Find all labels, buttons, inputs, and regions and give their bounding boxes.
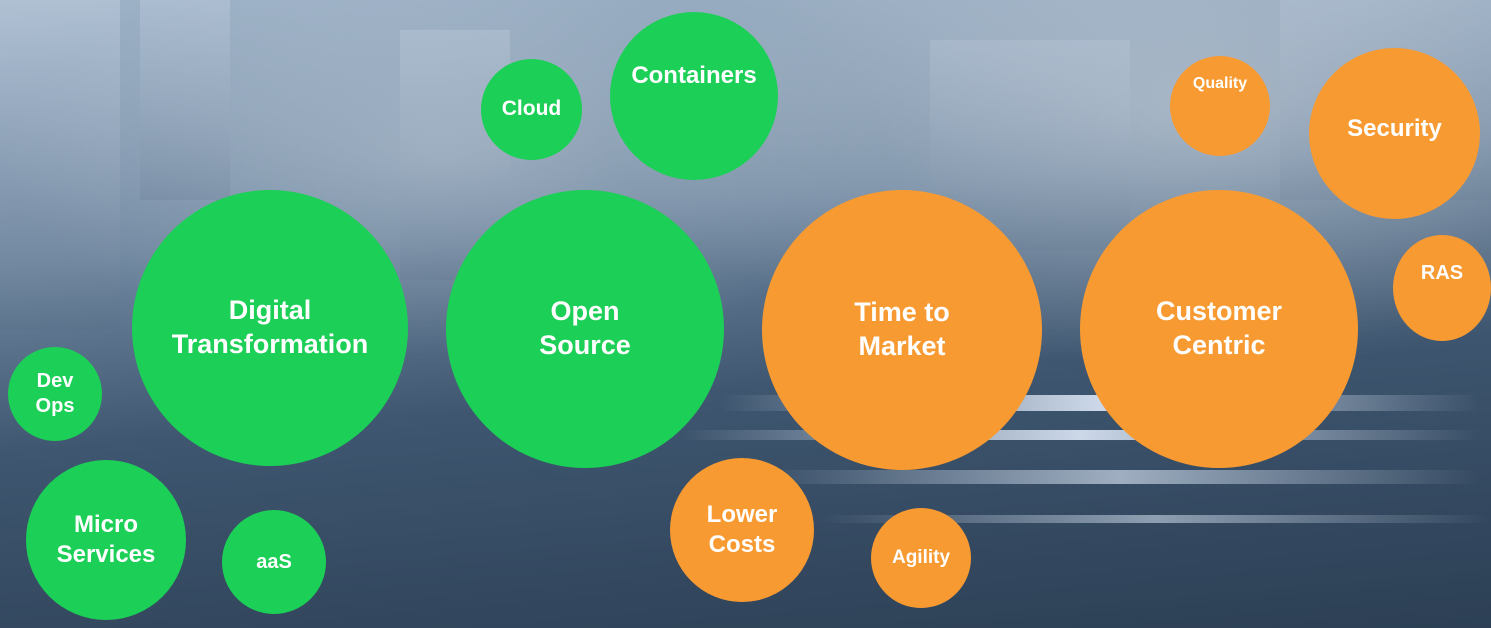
time-to-market-bubble: Time to Market — [762, 190, 1042, 470]
light-streak — [820, 515, 1490, 523]
quality-bubble: Quality — [1170, 56, 1270, 156]
background-building — [0, 0, 120, 330]
customer-centric-bubble: Customer Centric — [1080, 190, 1358, 468]
containers-bubble: Containers — [610, 12, 778, 180]
micro-services-label: Micro Services — [56, 511, 156, 568]
aas-bubble: aaS — [222, 510, 326, 614]
ras-label: RAS — [1420, 261, 1464, 284]
cloud-bubble: Cloud — [481, 59, 582, 160]
background-building — [140, 0, 230, 200]
security-label: Security — [1347, 114, 1442, 142]
open-source-label: Open Source — [539, 296, 631, 360]
open-source-bubble: Open Source — [446, 190, 724, 468]
agility-bubble: Agility — [871, 508, 971, 608]
dev-ops-bubble: Dev Ops — [8, 347, 102, 441]
dev-ops-label: Dev Ops — [35, 370, 75, 417]
digital-transformation-bubble: Digital Transformation — [132, 190, 408, 466]
lower-costs-bubble: Lower Costs — [670, 458, 814, 602]
micro-services-bubble: Micro Services — [26, 460, 186, 620]
ras-bubble: RAS — [1393, 235, 1491, 341]
agility-label: Agility — [891, 547, 951, 569]
digital-transformation-label: Digital Transformation — [171, 295, 369, 359]
containers-label: Containers — [631, 62, 757, 89]
cloud-label: Cloud — [501, 97, 562, 121]
light-streak — [680, 430, 1480, 440]
customer-centric-label: Customer Centric — [1155, 296, 1283, 360]
time-to-market-label: Time to Market — [854, 297, 950, 361]
security-bubble: Security — [1309, 48, 1480, 219]
aas-label: aaS — [256, 550, 292, 573]
light-streak — [760, 470, 1480, 484]
quality-label: Quality — [1192, 74, 1248, 92]
lower-costs-label: Lower Costs — [706, 501, 778, 558]
